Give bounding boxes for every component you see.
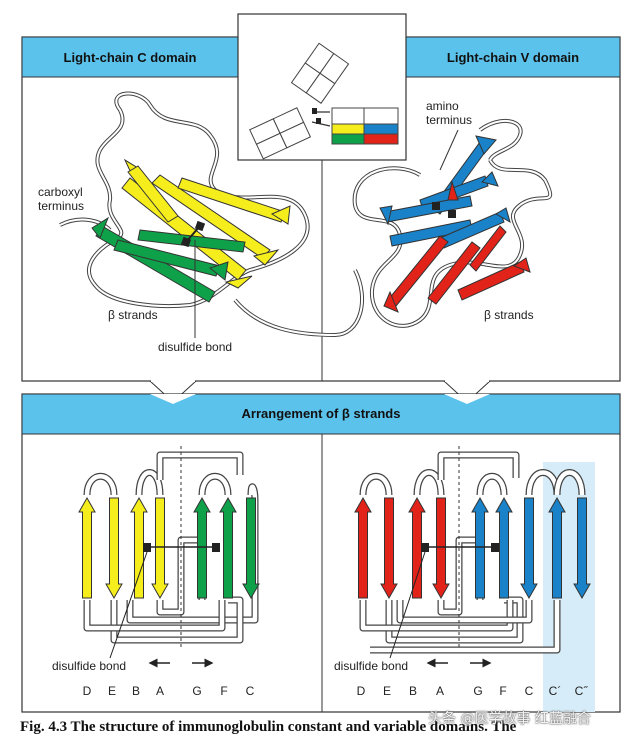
c-strand-letter: B bbox=[132, 684, 140, 698]
v-strand-letter: C bbox=[525, 684, 534, 698]
c-strand-3 bbox=[130, 496, 148, 599]
v-disulfide-bond bbox=[389, 543, 499, 659]
beta-strands-label-c: β strands bbox=[108, 308, 158, 322]
v-domain-title: Light-chain V domain bbox=[447, 50, 579, 65]
v-strand-3 bbox=[408, 496, 426, 599]
carboxyl-label-line2: terminus bbox=[38, 199, 84, 213]
v-strand-4 bbox=[432, 497, 450, 600]
v-domain-strand-arrows bbox=[354, 496, 591, 600]
c-strand-letter: C bbox=[246, 684, 255, 698]
c-strand-1 bbox=[78, 496, 96, 599]
watermark: 头条 @医学故事 红蓝融合 bbox=[428, 711, 591, 727]
v-strand-8 bbox=[548, 496, 566, 599]
v-strand-6 bbox=[495, 496, 513, 599]
arrangement-header-bar bbox=[21, 393, 621, 435]
c-strand-4 bbox=[151, 497, 169, 600]
v-strand-7 bbox=[520, 497, 538, 600]
v-strand-letter: G bbox=[473, 684, 482, 698]
v-strand-letter: C˝ bbox=[575, 684, 589, 698]
v-strand-letter: C´ bbox=[549, 684, 562, 698]
v-domain-strand-letters: D E B A G F C C´ C˝ bbox=[357, 684, 589, 698]
v-strand-letter: A bbox=[436, 684, 444, 698]
c-strand-6 bbox=[219, 496, 237, 599]
v-strand-2 bbox=[380, 497, 398, 600]
arrangement-title: Arrangement of β strands bbox=[242, 406, 401, 421]
c-disulfide-bond bbox=[109, 543, 220, 659]
v-domain-ribbon bbox=[352, 118, 553, 328]
c-strand-2 bbox=[105, 497, 123, 600]
v-strand-letter: F bbox=[499, 684, 506, 698]
c-domain-strand-arrows bbox=[78, 496, 260, 600]
c-strand-letter: G bbox=[192, 684, 201, 698]
v-strand-letter: D bbox=[357, 684, 366, 698]
disulfide-bond-label-v: disulfide bond bbox=[334, 659, 408, 673]
c-strand-letter: A bbox=[156, 684, 164, 698]
c-strand-7 bbox=[242, 497, 260, 600]
v-strand-9 bbox=[573, 497, 591, 600]
c-strand-letter: F bbox=[220, 684, 227, 698]
c-domain-header-bar bbox=[21, 36, 239, 78]
antibody-inset bbox=[237, 13, 407, 161]
v-strand-1 bbox=[354, 496, 372, 599]
c-domain-title: Light-chain C domain bbox=[64, 50, 197, 65]
c-domain-ribbon bbox=[59, 91, 365, 338]
disulfide-bond-label-c: disulfide bond bbox=[52, 659, 126, 673]
amino-label-line2: terminus bbox=[426, 113, 472, 127]
v-domain-header-bar bbox=[405, 36, 621, 78]
figure-caption: Fig. 4.3 The structure of immunoglobulin… bbox=[20, 719, 517, 735]
c-strand-letter: D bbox=[83, 684, 92, 698]
beta-strands-label-v: β strands bbox=[484, 308, 534, 322]
v-strand-letter: E bbox=[383, 684, 391, 698]
c-strand-5 bbox=[193, 496, 211, 599]
disulfide-bond-label-top: disulfide bond bbox=[158, 340, 232, 354]
carboxyl-label-line1: carboxyl bbox=[38, 185, 83, 199]
v-strand-letter: B bbox=[409, 684, 417, 698]
v-strand-5 bbox=[471, 496, 489, 599]
c-strand-letter: E bbox=[108, 684, 116, 698]
amino-label-line1: amino bbox=[426, 99, 459, 113]
bottom-panel-frame bbox=[21, 393, 621, 713]
